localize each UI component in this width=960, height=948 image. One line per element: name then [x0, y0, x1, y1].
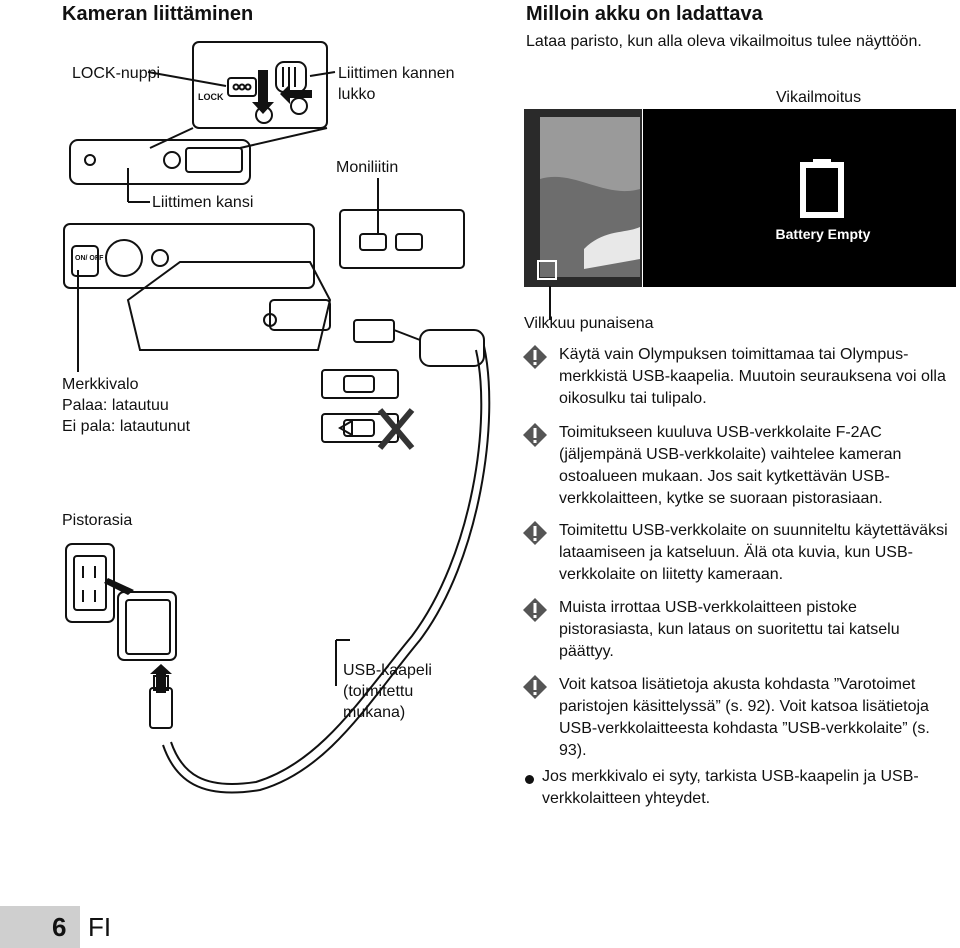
- bullet-note-text: Jos merkkivalo ei syty, tarkista USB-kaa…: [542, 768, 919, 807]
- outlet-label: Pistorasia: [62, 512, 133, 529]
- lock-text: LOCK: [198, 92, 224, 102]
- note-1-text: Käytä vain Olympuksen toimittamaa tai Ol…: [559, 346, 946, 407]
- charge-intro: Lataa paristo, kun alla oleva vikailmoit…: [526, 33, 922, 50]
- camera-top-view: [69, 139, 251, 185]
- indicator-line-1: Merkkivalo: [62, 376, 139, 393]
- cable-line-1: USB-kaapeli: [343, 662, 432, 679]
- insert-arrow-icon: [104, 578, 134, 595]
- page-number-box: [0, 906, 80, 948]
- on-off-text: ON/ OFF: [75, 255, 104, 262]
- warning-icon: [523, 345, 547, 369]
- indicator-line-3: Ei pala: latautunut: [62, 418, 191, 435]
- page-number: 6: [52, 912, 67, 942]
- up-arrow-icon: [150, 664, 172, 693]
- section-title-charge: Milloin akku on ladattava: [526, 3, 763, 25]
- connector-latch-label: Liittimen kannen lukko: [338, 65, 455, 103]
- battery-empty-text: Battery Empty: [775, 226, 871, 242]
- battery-empty-icon: [800, 159, 844, 218]
- note-2-text: Toimitukseen kuuluva USB-verkkolaite F-2…: [559, 424, 902, 507]
- camera-connection-diagram: LOCK ON/ OFF: [63, 41, 491, 794]
- warning-icon: [523, 675, 547, 699]
- note-3-text: Toimitettu USB-verkkolaite on suunnitelt…: [559, 522, 948, 583]
- section-title-connecting: Kameran liittäminen: [62, 3, 254, 25]
- indicator-line-2: Palaa: latautuu: [62, 397, 169, 414]
- indicator-label: Merkkivalo Palaa: latautuu Ei pala: lata…: [62, 374, 190, 437]
- blink-leader-line: [549, 286, 551, 320]
- warning-icon: [523, 521, 547, 545]
- camera-screen-photo: [524, 109, 642, 287]
- warning-icon: [523, 598, 547, 622]
- camera-screen-battery-empty: [643, 109, 956, 287]
- camera-body: [63, 223, 315, 289]
- bullet-icon: [525, 775, 534, 784]
- note-4-text: Muista irrottaa USB-verkkolaitteen pisto…: [559, 599, 900, 660]
- warning-icon: [523, 423, 547, 447]
- error-message-label: Vikailmoitus: [776, 89, 862, 106]
- usb-ac-adapter: [117, 591, 177, 661]
- left-arrow-icon: [280, 84, 312, 104]
- language-code: FI: [88, 912, 112, 942]
- note-5-text: Voit katsoa lisätietoja akusta kohdasta …: [559, 676, 930, 759]
- blinks-red-label: Vilkkuu punaisena: [524, 315, 654, 332]
- multi-connector-label: Moniliitin: [336, 159, 399, 176]
- battery-blink-icon: [537, 260, 557, 280]
- down-arrow-icon: [252, 70, 274, 114]
- connector-cover-label: Liittimen kansi: [152, 194, 254, 211]
- lock-knob-label: LOCK-nuppi: [72, 65, 161, 82]
- step-2-icon: [290, 97, 308, 115]
- lock-inset-box: [192, 41, 328, 129]
